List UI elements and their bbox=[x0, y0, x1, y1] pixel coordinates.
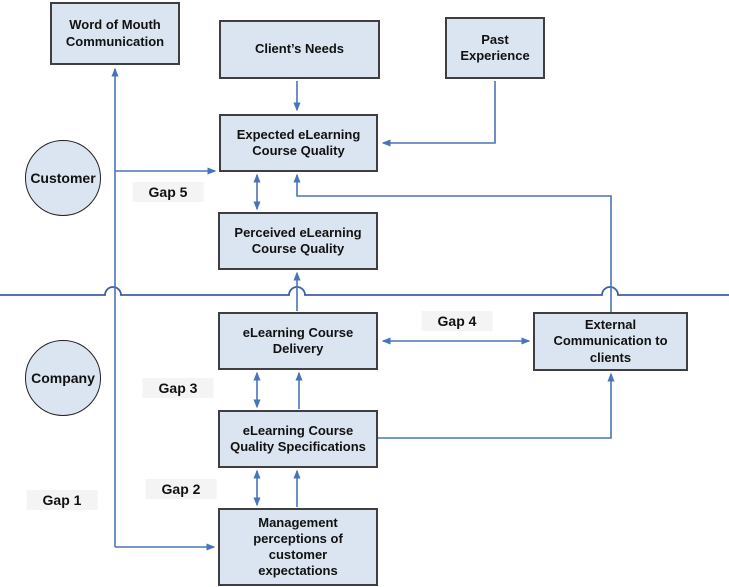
box-past-experience: Past Experience bbox=[445, 17, 545, 79]
box-expected-quality-label: Expected eLearning Course Quality bbox=[236, 126, 361, 158]
box-clients-needs-label: Client’s Needs bbox=[254, 41, 345, 57]
box-course-delivery: eLearning Course Delivery bbox=[218, 312, 378, 370]
box-quality-specifications: eLearning Course Quality Specifications bbox=[218, 410, 378, 468]
gap4-label: Gap 4 bbox=[421, 311, 493, 331]
customer-region-circle: Customer bbox=[25, 140, 101, 216]
arrow-external-communication-to-expected bbox=[293, 173, 612, 312]
gap5-label: Gap 5 bbox=[132, 182, 204, 202]
box-course-delivery-label: eLearning Course Delivery bbox=[242, 324, 354, 356]
box-perceived-quality-label: Perceived eLearning Course Quality bbox=[234, 224, 362, 256]
gap3-label: Gap 3 bbox=[142, 378, 214, 398]
box-perceived-quality: Perceived eLearning Course Quality bbox=[218, 212, 378, 270]
box-expected-quality: Expected eLearning Course Quality bbox=[219, 114, 378, 172]
company-region-circle: Company bbox=[25, 340, 101, 416]
company-region-label: Company bbox=[31, 370, 95, 386]
customer-company-divider-line bbox=[0, 286, 729, 296]
box-quality-specifications-label: eLearning Course Quality Specifications bbox=[230, 422, 366, 454]
box-external-communication-label: External Communication to clients bbox=[553, 317, 668, 365]
customer-region-label: Customer bbox=[30, 170, 96, 186]
arrow-specifications-to-external bbox=[378, 372, 615, 439]
box-word-of-mouth: Word of Mouth Communication bbox=[50, 2, 180, 65]
box-external-communication: External Communication to clients bbox=[533, 312, 688, 371]
box-clients-needs: Client’s Needs bbox=[219, 20, 380, 79]
gap1-label: Gap 1 bbox=[26, 490, 98, 510]
gap2-label: Gap 2 bbox=[145, 479, 217, 499]
arrow-past-experience-to-expected bbox=[381, 81, 496, 147]
box-word-of-mouth-label: Word of Mouth Communication bbox=[65, 17, 165, 49]
box-management-perceptions: Management perceptions of customer expec… bbox=[218, 508, 378, 586]
box-past-experience-label: Past Experience bbox=[460, 31, 530, 63]
box-management-perceptions-label: Management perceptions of customer expec… bbox=[253, 514, 343, 579]
